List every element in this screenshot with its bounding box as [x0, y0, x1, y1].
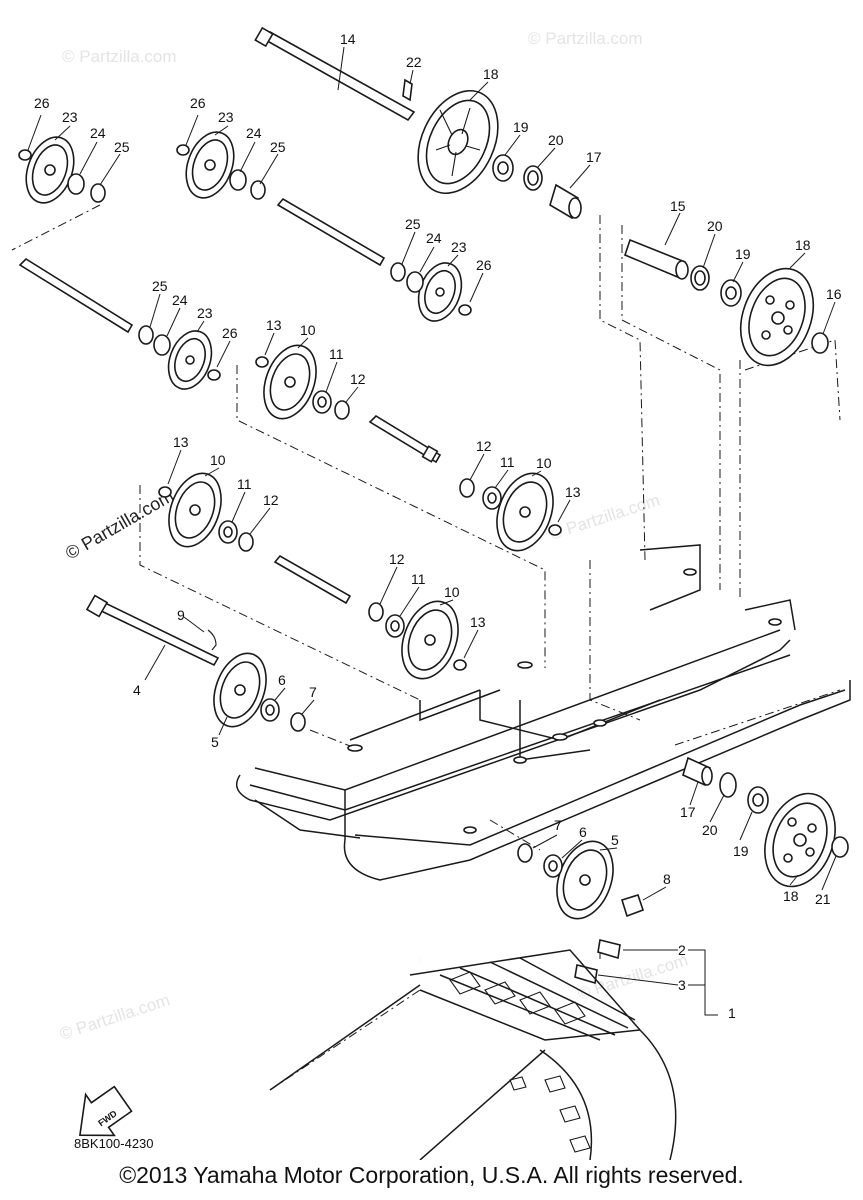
copyright-notice: ©2013 Yamaha Motor Corporation, U.S.A. A… [119, 1162, 744, 1188]
drive-track [269, 949, 677, 1160]
watermark-top-right: © Partzilla.com [528, 29, 643, 48]
callout-13: 13 [565, 484, 581, 500]
callout-26: 26 [190, 95, 206, 111]
callout-10: 10 [210, 452, 226, 468]
callout-24: 24 [90, 125, 106, 141]
callout-numbers: 1422181920172623242526232425152019181625… [34, 31, 842, 1021]
callout-13: 13 [266, 317, 282, 333]
callout-18: 18 [795, 237, 811, 253]
shafts [18, 26, 442, 667]
callout-18: 18 [783, 888, 799, 904]
callout-19: 19 [733, 843, 749, 859]
drawing-code: 8BK100-4230 [74, 1136, 154, 1151]
callout-18: 18 [483, 66, 499, 82]
wheels [25, 89, 836, 920]
callout-3: 3 [678, 977, 686, 993]
watermark-left-rotated: © Partzilla.com [62, 485, 177, 563]
callout-25: 25 [270, 139, 286, 155]
callout-11: 11 [329, 346, 344, 362]
callout-21: 21 [815, 891, 831, 907]
small-parts [18, 144, 849, 985]
cotter-pin [207, 629, 217, 651]
callout-17: 17 [680, 804, 696, 820]
cotter-pin [402, 78, 413, 102]
callout-13: 13 [173, 434, 189, 450]
callout-25: 25 [152, 278, 168, 294]
watermark-lower-left: © Partzilla.com [57, 990, 172, 1043]
callout-12: 12 [389, 551, 405, 567]
callout-5: 5 [211, 734, 219, 750]
callout-20: 20 [707, 218, 723, 234]
callout-11: 11 [411, 571, 426, 587]
callout-12: 12 [350, 371, 366, 387]
callout-22: 22 [406, 54, 422, 70]
wheel-shaft [276, 197, 386, 267]
rear-axle-shaft [260, 31, 416, 122]
callout-24: 24 [172, 292, 188, 308]
leader-lines [27, 46, 837, 1016]
callout-20: 20 [548, 132, 564, 148]
callout-4: 4 [133, 682, 141, 698]
callout-12: 12 [476, 438, 492, 454]
wheel-shaft [18, 257, 134, 334]
callout-24: 24 [246, 125, 262, 141]
callout-12: 12 [263, 492, 279, 508]
callout-20: 20 [702, 822, 718, 838]
callout-6: 6 [278, 672, 286, 688]
callout-6: 6 [579, 824, 587, 840]
callout-26: 26 [476, 257, 492, 273]
exploded-parts-diagram: © Partzilla.com © Partzilla.com © Partzi… [11, 26, 851, 1160]
callout-19: 19 [513, 119, 529, 135]
callout-14: 14 [340, 31, 356, 47]
slide-rail-frame [235, 544, 851, 881]
callout-2: 2 [678, 942, 686, 958]
forward-arrow-icon: FWD [79, 1085, 133, 1137]
callout-23: 23 [451, 239, 467, 255]
callout-7: 7 [554, 817, 562, 833]
callout-5: 5 [611, 832, 619, 848]
callout-24: 24 [426, 230, 442, 246]
callout-11: 11 [237, 476, 252, 492]
callout-9: 9 [177, 607, 185, 623]
callout-17: 17 [586, 149, 602, 165]
bolt-shaft [93, 600, 220, 667]
callout-16: 16 [826, 286, 842, 302]
idler-shaft [368, 414, 442, 464]
idler-shaft [273, 554, 352, 605]
callout-15: 15 [670, 198, 686, 214]
callout-25: 25 [405, 216, 421, 232]
callout-26: 26 [34, 95, 50, 111]
watermark-top-left: © Partzilla.com [62, 47, 177, 66]
callout-11: 11 [500, 454, 515, 470]
callout-13: 13 [470, 614, 486, 630]
callout-19: 19 [735, 246, 751, 262]
callout-26: 26 [222, 325, 238, 341]
callout-23: 23 [197, 305, 213, 321]
callout-10: 10 [300, 322, 316, 338]
callout-10: 10 [444, 584, 460, 600]
callout-8: 8 [663, 871, 671, 887]
callout-23: 23 [62, 109, 78, 125]
callout-23: 23 [218, 109, 234, 125]
callout-1: 1 [728, 1005, 736, 1021]
callout-25: 25 [114, 139, 130, 155]
callout-10: 10 [536, 455, 552, 471]
callout-7: 7 [309, 684, 317, 700]
